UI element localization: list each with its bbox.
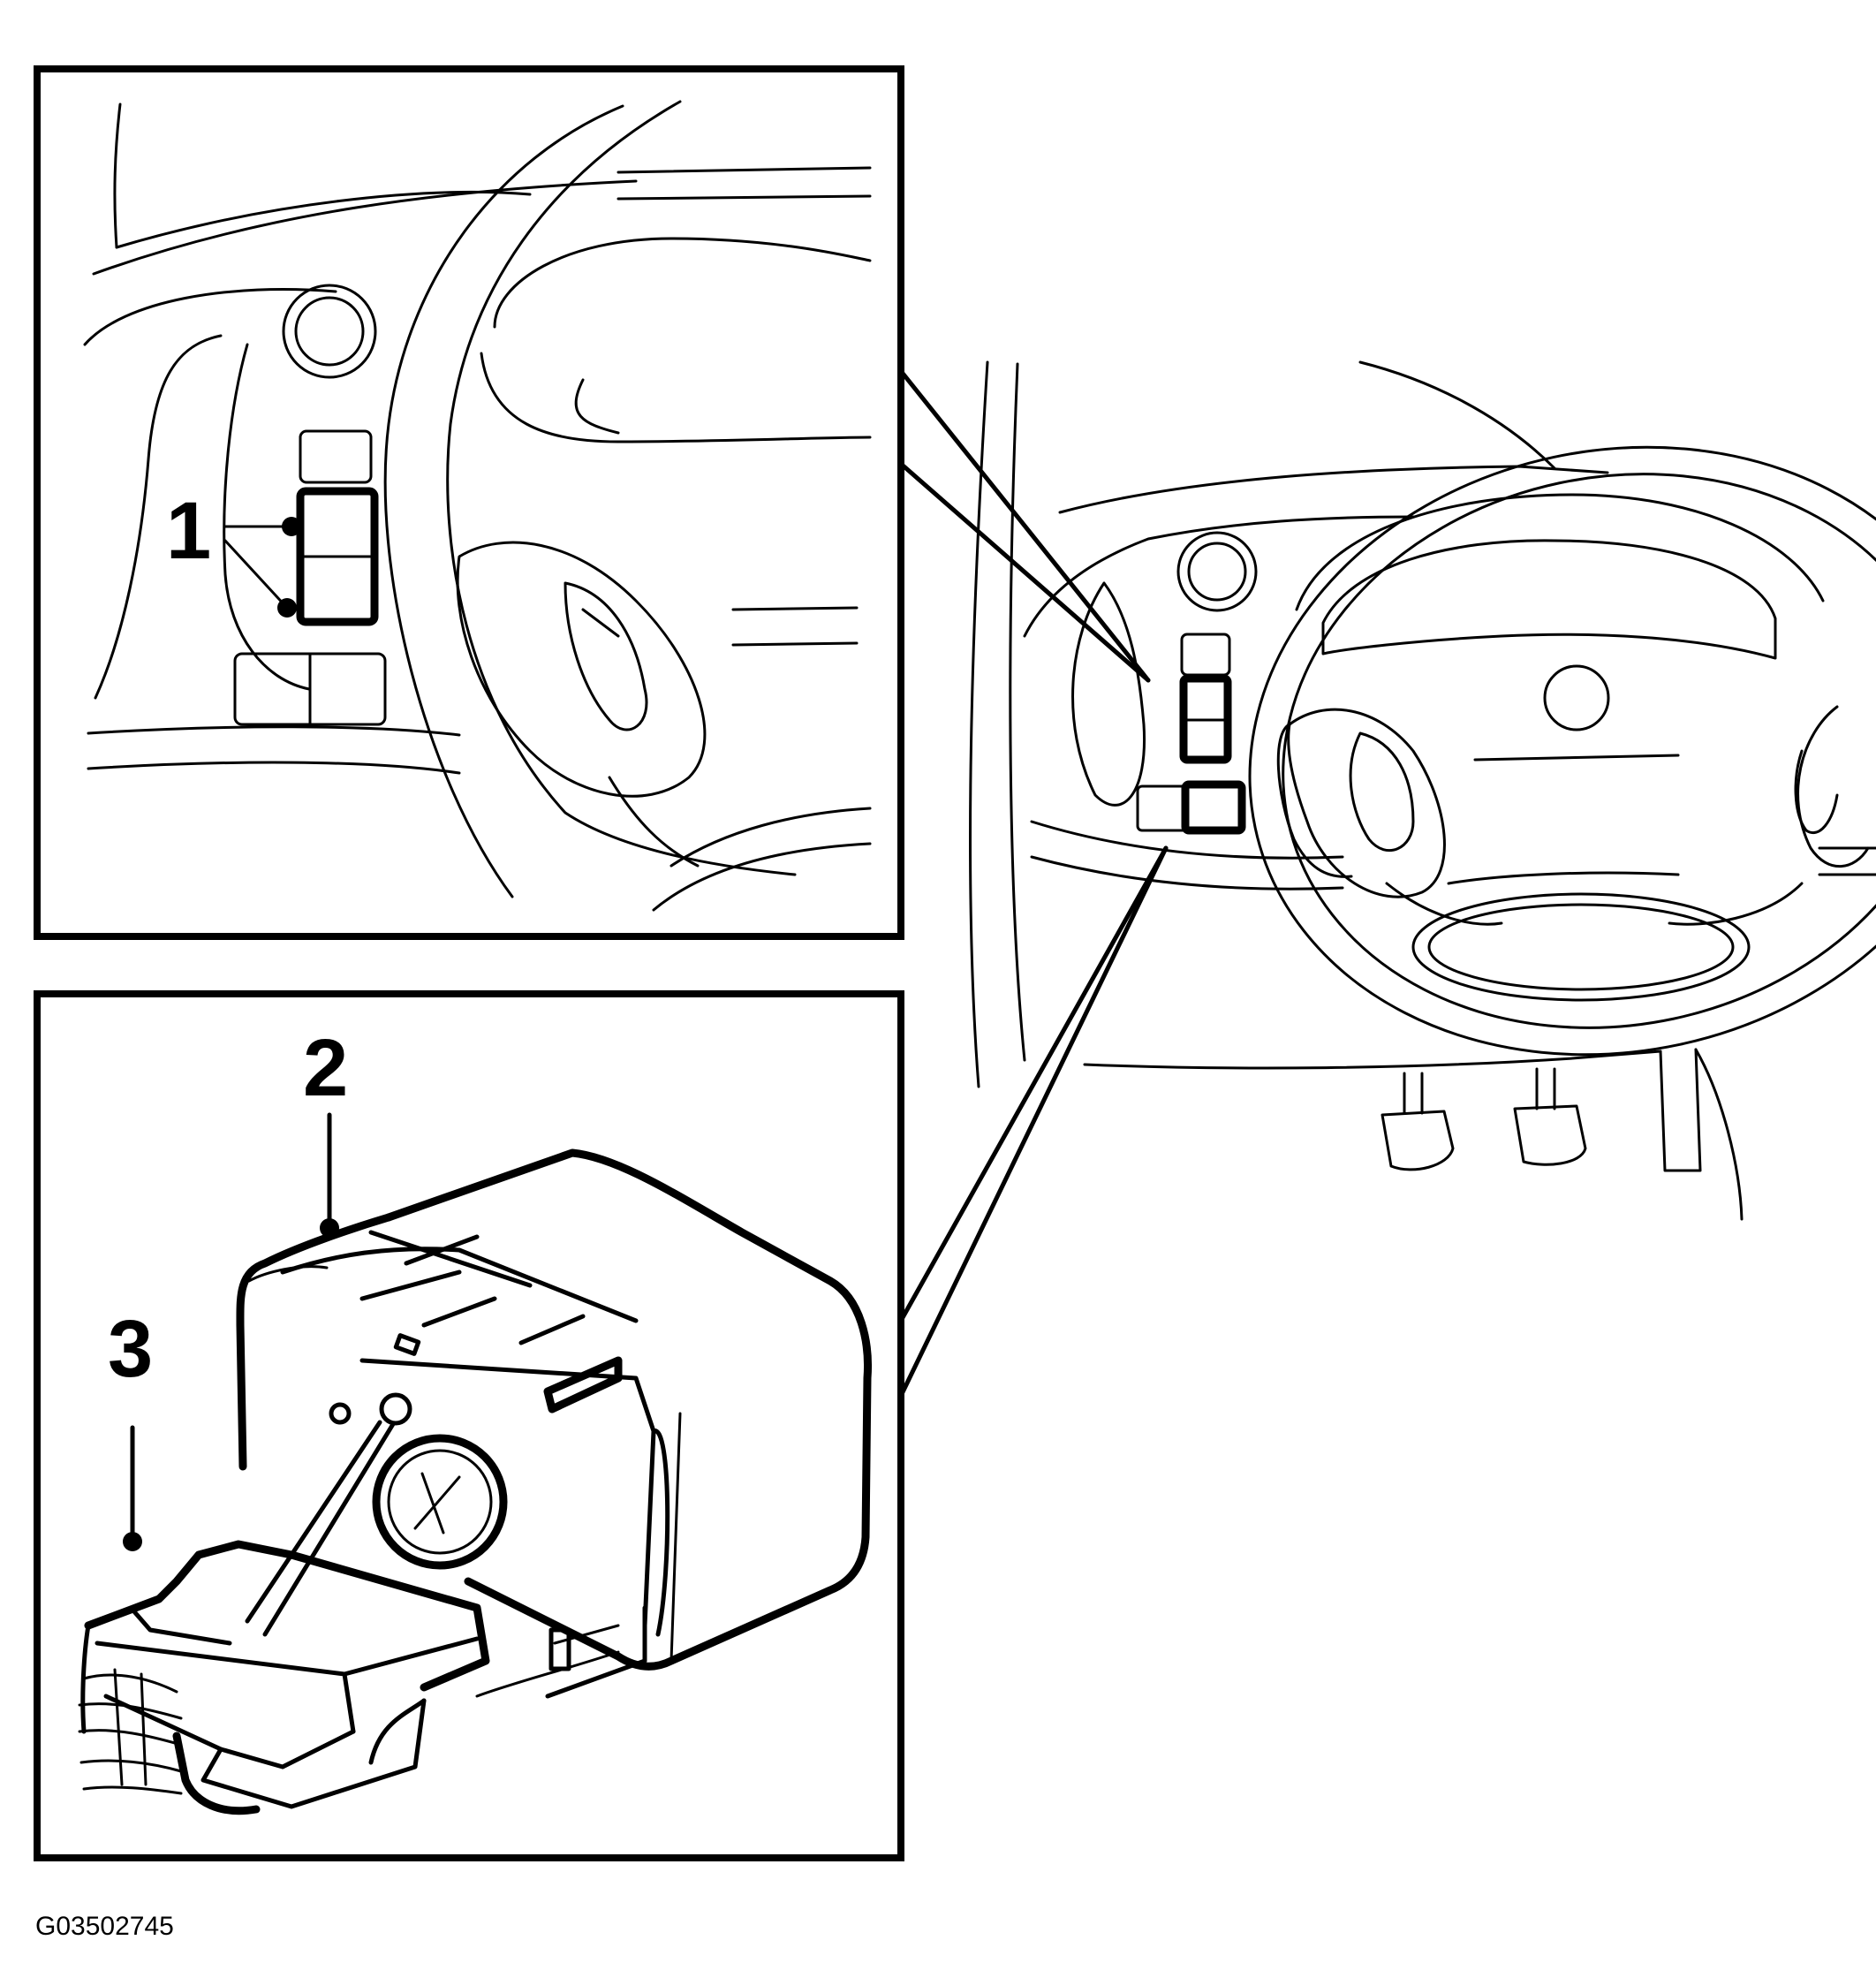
dashboard-overview: [969, 360, 1876, 1221]
detail-frame-bottom: [34, 990, 904, 1861]
magnify-wedges: [898, 368, 1169, 1398]
callout-3: 3: [108, 1304, 153, 1394]
detail-frame-top: [34, 65, 904, 940]
detail-switch-panel: [34, 65, 904, 940]
callout-1: 1: [166, 486, 211, 576]
figure-id: G03502745: [35, 1912, 174, 1941]
callout-2: 2: [303, 1023, 348, 1113]
detail-control-module: [34, 990, 904, 1861]
